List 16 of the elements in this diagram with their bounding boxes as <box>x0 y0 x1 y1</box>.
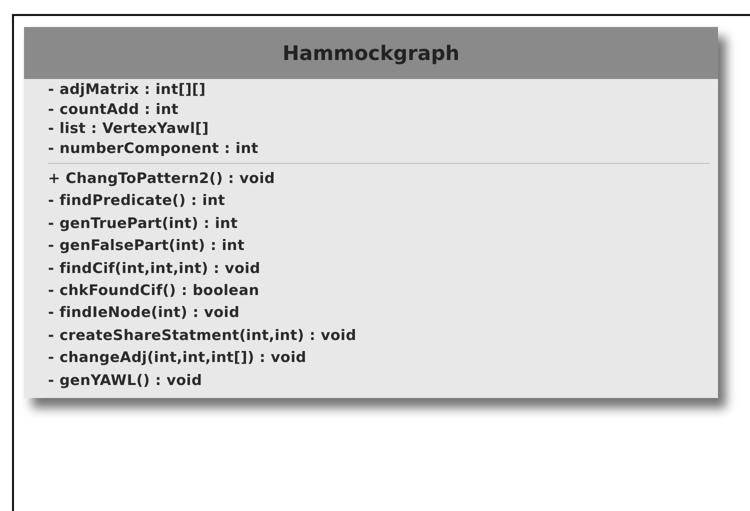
attribute-text: - numberComponent : int <box>48 140 260 158</box>
method-text: - changeAdj(int,int,int[]) : void <box>48 349 308 368</box>
method-text: - findIeNode(int) : void <box>48 304 241 324</box>
class-box <box>24 27 718 398</box>
method-text: - genYAWL() : void <box>48 372 204 391</box>
attribute-text: - countAdd : int <box>48 100 180 120</box>
method-text: + ChangToPattern2() : void <box>48 170 276 189</box>
method-text: - findPredicate() : int <box>48 192 226 212</box>
method-text: - chkFoundCif() : boolean <box>48 282 260 302</box>
method-text: - findCif(int,int,int) : void <box>48 260 262 279</box>
attribute-text: - list : VertexYawl[] <box>48 120 210 139</box>
method-text: - genFalsePart(int) : int <box>48 237 246 256</box>
class-name: Hammockgraph <box>24 27 718 79</box>
method-text: - genTruePart(int) : int <box>48 214 239 234</box>
attribute-text: - adjMatrix : int[][] <box>48 81 207 100</box>
method-text: - createShareStatment(int,int) : void <box>48 326 358 346</box>
